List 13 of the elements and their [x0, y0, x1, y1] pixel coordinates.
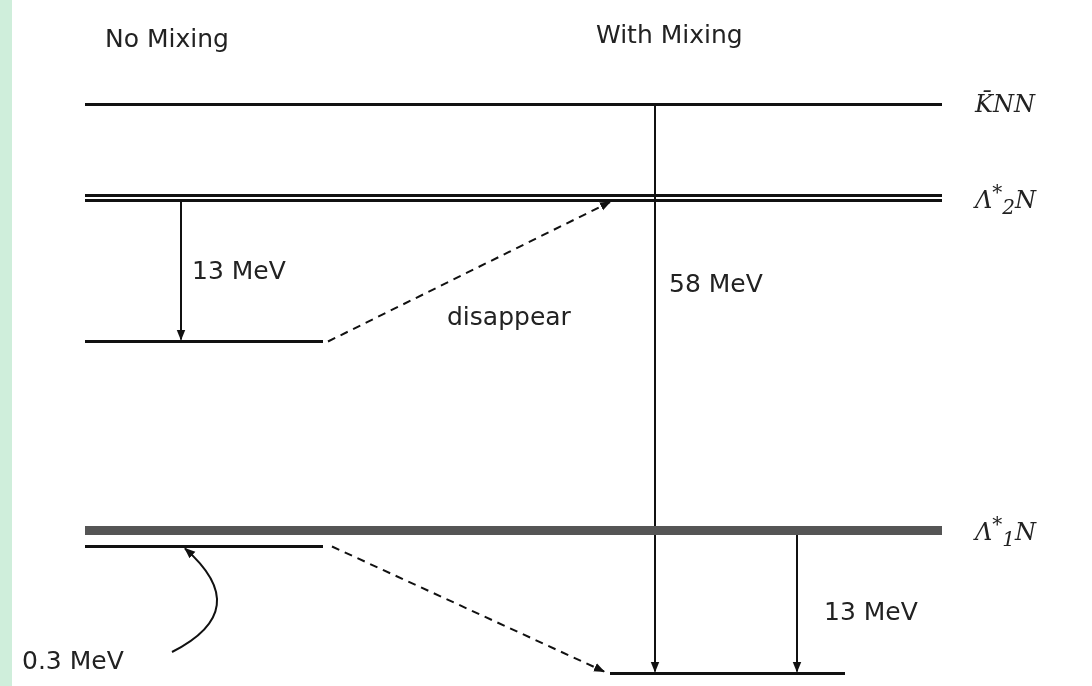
arrow [650, 104, 660, 673]
column-heading: With Mixing [596, 22, 743, 47]
column-heading: No Mixing [105, 26, 229, 51]
dashed-arrow [327, 201, 611, 343]
state-label: K̄NN [975, 92, 1035, 116]
edge-label: disappear [445, 303, 573, 330]
dashed-arrow [331, 545, 605, 673]
energy-label: 0.3 MeV [22, 648, 124, 673]
state-label: Λ$^{*}$$_{2}$N [975, 182, 1037, 217]
arrow [792, 533, 802, 673]
curved-arrow [171, 547, 218, 653]
state-label: Λ$^{*}$$_{1}$N [975, 514, 1037, 549]
arrow [176, 201, 186, 341]
